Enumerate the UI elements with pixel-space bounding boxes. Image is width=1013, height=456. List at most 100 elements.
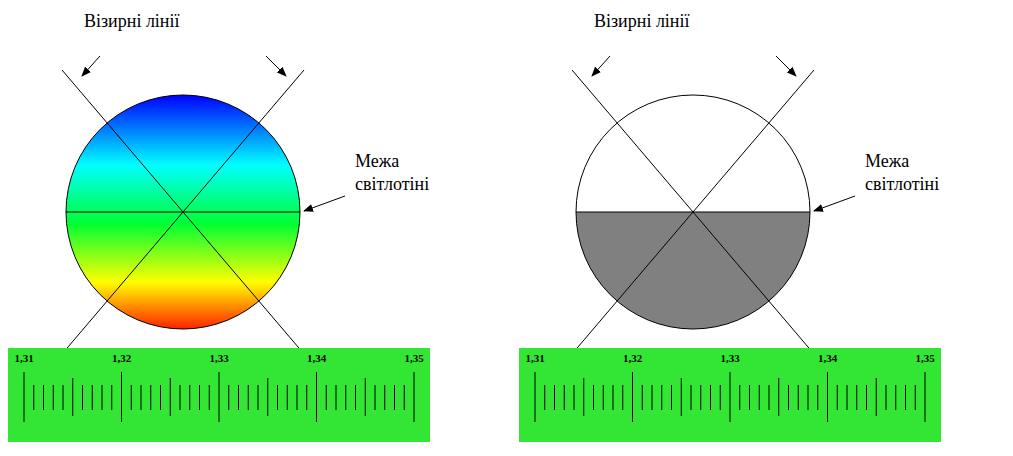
scale-tick [554, 385, 555, 410]
scale-tick [336, 385, 337, 410]
scale-tick [189, 385, 190, 410]
scale-tick [613, 385, 614, 410]
scale-tick [847, 385, 848, 410]
caption-label: Візирні лінії [594, 10, 690, 33]
leader-arrow [82, 56, 100, 76]
crosshair-line [62, 70, 304, 354]
scale-tick [238, 385, 239, 410]
scale-tick [710, 385, 711, 410]
scale-tick [632, 372, 633, 422]
scale-tick [691, 385, 692, 410]
scale-tick [925, 372, 926, 422]
scale-tick [102, 385, 103, 410]
scale-number: 1,33 [720, 352, 739, 364]
scale-number: 1,34 [818, 352, 837, 364]
scale-tick [375, 385, 376, 410]
scale-tick [63, 385, 64, 410]
scale-tick [886, 385, 887, 410]
scale-bar [8, 348, 430, 442]
scale-tick [652, 385, 653, 410]
caption-label: Межа світлотіні [355, 150, 465, 195]
scale-tick [788, 385, 789, 410]
scale-number: 1,32 [112, 352, 131, 364]
scale-tick [778, 378, 779, 416]
scale-tick [681, 378, 682, 416]
scale-tick [141, 385, 142, 410]
scale-tick [583, 378, 584, 416]
scale-tick [209, 385, 210, 410]
scale-bar [519, 348, 941, 442]
scale-tick [642, 385, 643, 410]
scale-tick [170, 378, 171, 416]
crosshair-line [572, 70, 814, 354]
scale-tick [414, 372, 415, 422]
scale-tick [394, 385, 395, 410]
scale-tick [111, 385, 112, 410]
crosshair-line [62, 70, 304, 354]
scale-number: 1,32 [623, 352, 642, 364]
crosshair-line [572, 70, 814, 354]
scale-tick [277, 385, 278, 410]
scale-tick [915, 385, 916, 410]
scale-tick [297, 385, 298, 410]
scale-tick [535, 372, 536, 422]
scale-tick [355, 385, 356, 410]
scale-tick [72, 378, 73, 416]
scale-number: 1,34 [307, 352, 326, 364]
scale-tick [248, 385, 249, 410]
scale-tick [700, 385, 701, 410]
scale-tick [866, 385, 867, 410]
scale-tick [326, 385, 327, 410]
scale-tick [759, 385, 760, 410]
scale-tick [544, 385, 545, 410]
scale-tick [219, 372, 220, 422]
scale-tick [345, 385, 346, 410]
scale-tick [876, 378, 877, 416]
leader-arrow [814, 196, 855, 211]
scale-tick [365, 378, 366, 416]
scale-tick [160, 385, 161, 410]
scale-tick [180, 385, 181, 410]
scale-tick [769, 385, 770, 410]
scale-tick [121, 372, 122, 422]
scale-tick [837, 385, 838, 410]
scale-tick [798, 385, 799, 410]
scale-tick [150, 385, 151, 410]
scale-number: 1,31 [525, 352, 544, 364]
scale-tick [404, 385, 405, 410]
caption-label: Межа світлотіні [865, 150, 975, 195]
scale-tick [730, 372, 731, 422]
leader-arrow [266, 56, 286, 76]
scale-tick [564, 385, 565, 410]
scale-tick [856, 385, 857, 410]
scale-tick [43, 385, 44, 410]
scale-tick [739, 385, 740, 410]
scale-tick [671, 385, 672, 410]
leader-arrow [304, 196, 345, 211]
leader-arrow [592, 56, 610, 76]
scale-tick [622, 385, 623, 410]
scale-tick [228, 385, 229, 410]
scale-tick [603, 385, 604, 410]
scale-tick [199, 385, 200, 410]
scale-tick [905, 385, 906, 410]
scale-tick [53, 385, 54, 410]
scale-number: 1,31 [14, 352, 33, 364]
scale-number: 1,35 [404, 352, 423, 364]
scale-tick [593, 385, 594, 410]
scale-tick [661, 385, 662, 410]
scale-number: 1,35 [915, 352, 934, 364]
scale-tick [384, 385, 385, 410]
scale-tick [827, 372, 828, 422]
light-half [576, 95, 810, 212]
scale-tick [267, 378, 268, 416]
scale-tick [720, 385, 721, 410]
scale-tick [808, 385, 809, 410]
scale-tick [92, 385, 93, 410]
scale-tick [306, 385, 307, 410]
scale-tick [749, 385, 750, 410]
scale-tick [82, 385, 83, 410]
scale-tick [33, 385, 34, 410]
scale-tick [24, 372, 25, 422]
